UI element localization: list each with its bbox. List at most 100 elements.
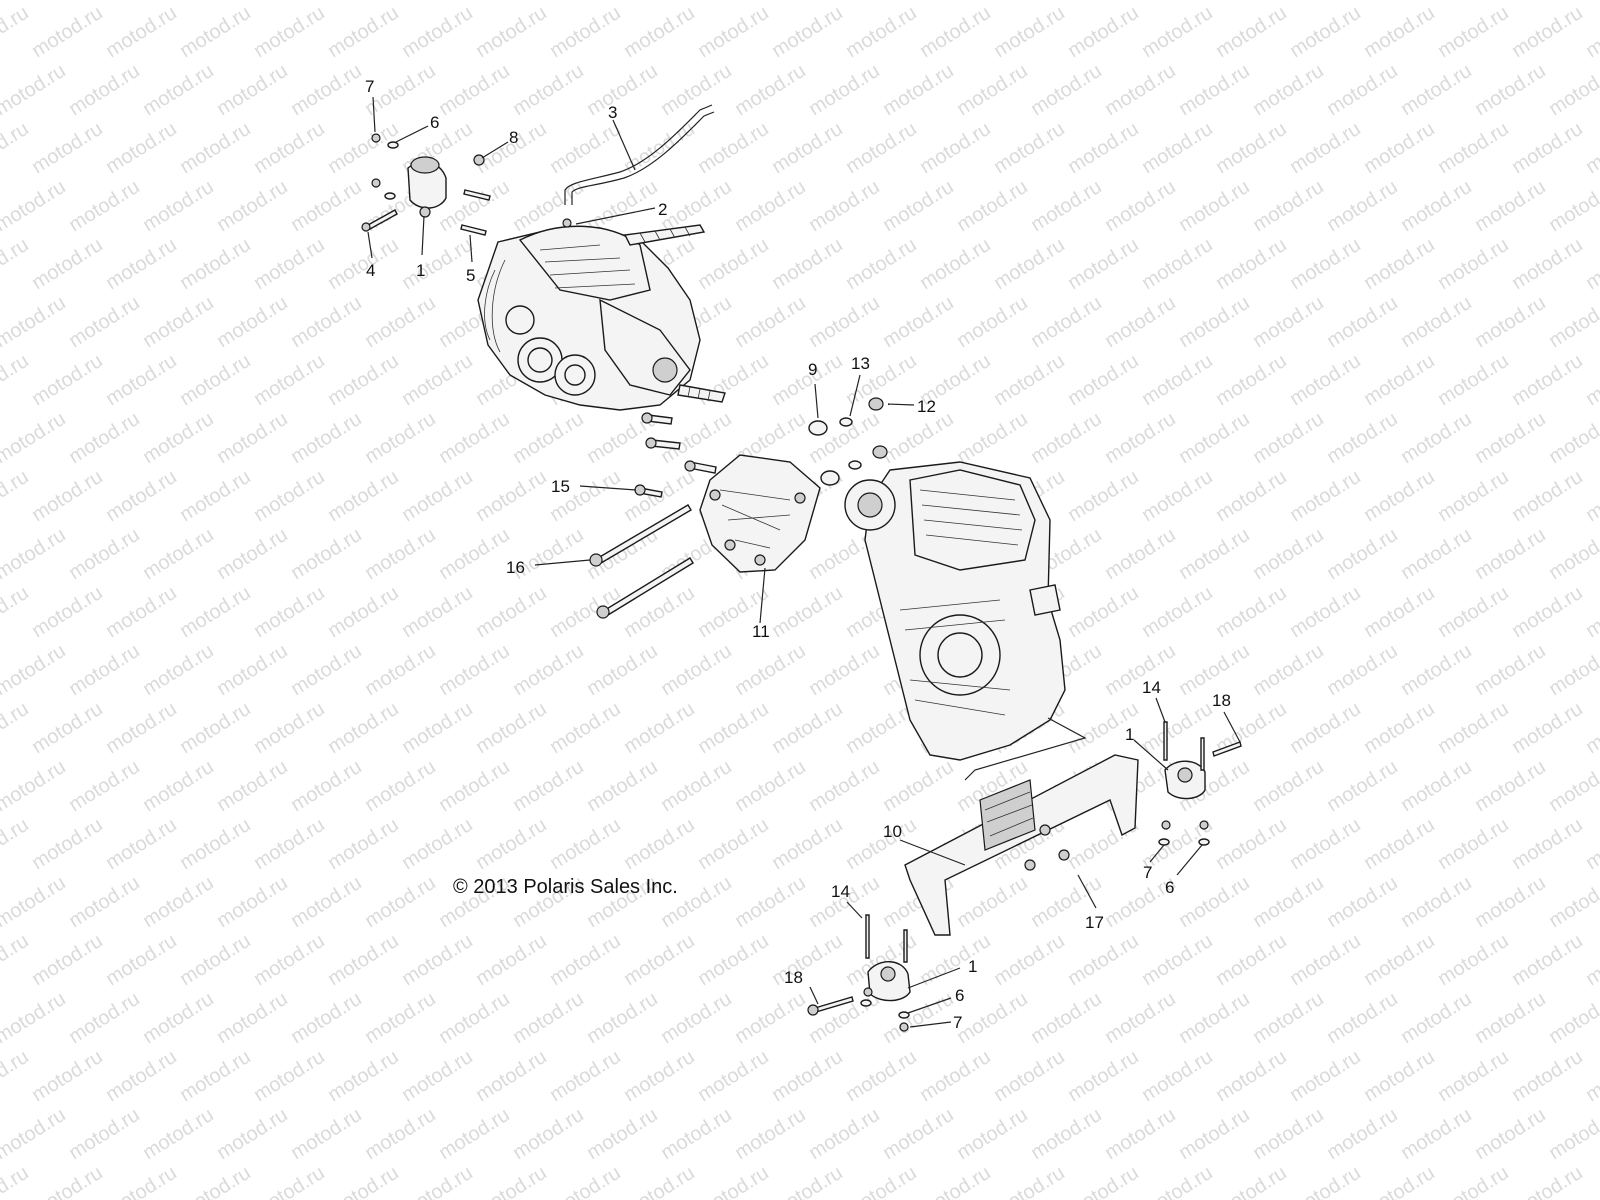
- watermark-text: motod.ru: [65, 988, 144, 1048]
- watermark-text: motod.ru: [250, 698, 329, 758]
- watermark-text: motod.ru: [176, 350, 255, 410]
- callout-3: 3: [608, 103, 617, 122]
- watermark-text: motod.ru: [1286, 698, 1365, 758]
- watermark-text: motod.ru: [620, 814, 699, 874]
- watermark-text: motod.ru: [731, 60, 810, 120]
- watermark-text: motod.ru: [0, 0, 70, 4]
- watermark-text: motod.ru: [1397, 988, 1476, 1048]
- watermark-text: motod.ru: [176, 814, 255, 874]
- watermark-text: motod.ru: [1545, 292, 1600, 352]
- callout-labels: 7 6 8 3 2 4 1 5 9 13 12 15 16 11 14 18 1…: [365, 77, 1231, 1032]
- watermark-text: motod.ru: [287, 872, 366, 932]
- watermark-text: motod.ru: [1360, 814, 1439, 874]
- watermark-text: motod.ru: [213, 1104, 292, 1164]
- watermark-text: motod.ru: [1434, 350, 1513, 410]
- watermark-text: motod.ru: [879, 756, 958, 816]
- rear-left-engine-mount: [807, 914, 911, 1032]
- callout-15: 15: [551, 477, 570, 496]
- watermark-text: motod.ru: [250, 234, 329, 294]
- watermark-text: motod.ru: [250, 930, 329, 990]
- watermark-text: motod.ru: [546, 1046, 625, 1106]
- watermark-text: motod.ru: [102, 1162, 181, 1200]
- watermark-text: motod.ru: [213, 0, 292, 4]
- watermark-text: motod.ru: [250, 1162, 329, 1200]
- watermark-text: motod.ru: [1286, 1162, 1365, 1200]
- watermark-text: motod.ru: [472, 930, 551, 990]
- callout-9: 9: [808, 360, 817, 379]
- watermark-text: motod.ru: [213, 640, 292, 700]
- watermark-text: motod.ru: [1027, 176, 1106, 236]
- watermark-text: motod.ru: [879, 60, 958, 120]
- watermark-text: motod.ru: [1397, 292, 1476, 352]
- watermark-text: motod.ru: [657, 60, 736, 120]
- watermark-text: motod.ru: [805, 176, 884, 236]
- watermark-text: motod.ru: [768, 2, 847, 62]
- watermark-text: motod.ru: [1471, 756, 1550, 816]
- watermark-text: motod.ru: [953, 408, 1032, 468]
- watermark-text: motod.ru: [398, 582, 477, 642]
- watermark-text: motod.ru: [435, 408, 514, 468]
- watermark-text: motod.ru: [324, 698, 403, 758]
- watermark-text: motod.ru: [250, 350, 329, 410]
- watermark-text: motod.ru: [916, 930, 995, 990]
- watermark-text: motod.ru: [176, 2, 255, 62]
- watermark-text: motod.ru: [0, 118, 33, 178]
- watermark-text: motod.ru: [1471, 872, 1550, 932]
- watermark-text: motod.ru: [1212, 930, 1291, 990]
- watermark-text: motod.ru: [1138, 698, 1217, 758]
- watermark-text: motod.ru: [768, 1046, 847, 1106]
- watermark-text: motod.ru: [879, 408, 958, 468]
- watermark-text: motod.ru: [1360, 698, 1439, 758]
- watermark-text: motod.ru: [1101, 1104, 1180, 1164]
- watermark-text: motod.ru: [176, 930, 255, 990]
- callout-7: 7: [953, 1013, 962, 1032]
- watermark-text: motod.ru: [139, 524, 218, 584]
- watermark-text: motod.ru: [1286, 350, 1365, 410]
- watermark-text: motod.ru: [1064, 466, 1143, 526]
- watermark-text: motod.ru: [805, 292, 884, 352]
- watermark-text: motod.ru: [1545, 524, 1600, 584]
- watermark-text: motod.ru: [509, 0, 588, 4]
- watermark-text: motod.ru: [176, 118, 255, 178]
- watermark-text: motod.ru: [250, 118, 329, 178]
- watermark-text: motod.ru: [324, 2, 403, 62]
- watermark-text: motod.ru: [213, 408, 292, 468]
- watermark-text: motod.ru: [916, 1162, 995, 1200]
- watermark-text: motod.ru: [472, 698, 551, 758]
- watermark-text: motod.ru: [0, 1104, 70, 1164]
- watermark-text: motod.ru: [139, 292, 218, 352]
- watermark-text: motod.ru: [509, 988, 588, 1048]
- watermark-text: motod.ru: [1360, 1046, 1439, 1106]
- watermark-text: motod.ru: [28, 234, 107, 294]
- watermark-text: motod.ru: [842, 1046, 921, 1106]
- watermark-text: motod.ru: [1286, 814, 1365, 874]
- watermark-text: motod.ru: [0, 292, 70, 352]
- watermark-text: motod.ru: [0, 1162, 33, 1200]
- watermark-text: motod.ru: [1434, 814, 1513, 874]
- watermark-text: motod.ru: [213, 176, 292, 236]
- watermark-text: motod.ru: [1212, 814, 1291, 874]
- watermark-text: motod.ru: [287, 640, 366, 700]
- watermark-text: motod.ru: [287, 988, 366, 1048]
- watermark-text: motod.ru: [102, 698, 181, 758]
- watermark-text: motod.ru: [1434, 582, 1513, 642]
- watermark-text: motod.ru: [509, 1104, 588, 1164]
- watermark-text: motod.ru: [435, 640, 514, 700]
- watermark-text: motod.ru: [694, 118, 773, 178]
- watermark-text: motod.ru: [1545, 176, 1600, 236]
- watermark-text: motod.ru: [1212, 234, 1291, 294]
- watermark-text: motod.ru: [1545, 640, 1600, 700]
- watermark-text: motod.ru: [1508, 582, 1587, 642]
- watermark-text: motod.ru: [1101, 60, 1180, 120]
- watermark-text: motod.ru: [953, 872, 1032, 932]
- watermark-text: motod.ru: [102, 930, 181, 990]
- watermark-text: motod.ru: [1101, 292, 1180, 352]
- watermark-text: motod.ru: [1545, 988, 1600, 1048]
- watermark-text: motod.ru: [546, 698, 625, 758]
- watermark-text: motod.ru: [250, 1046, 329, 1106]
- watermark-text: motod.ru: [435, 60, 514, 120]
- watermark-text: motod.ru: [1434, 698, 1513, 758]
- watermark-text: motod.ru: [287, 0, 366, 4]
- watermark-text: motod.ru: [953, 292, 1032, 352]
